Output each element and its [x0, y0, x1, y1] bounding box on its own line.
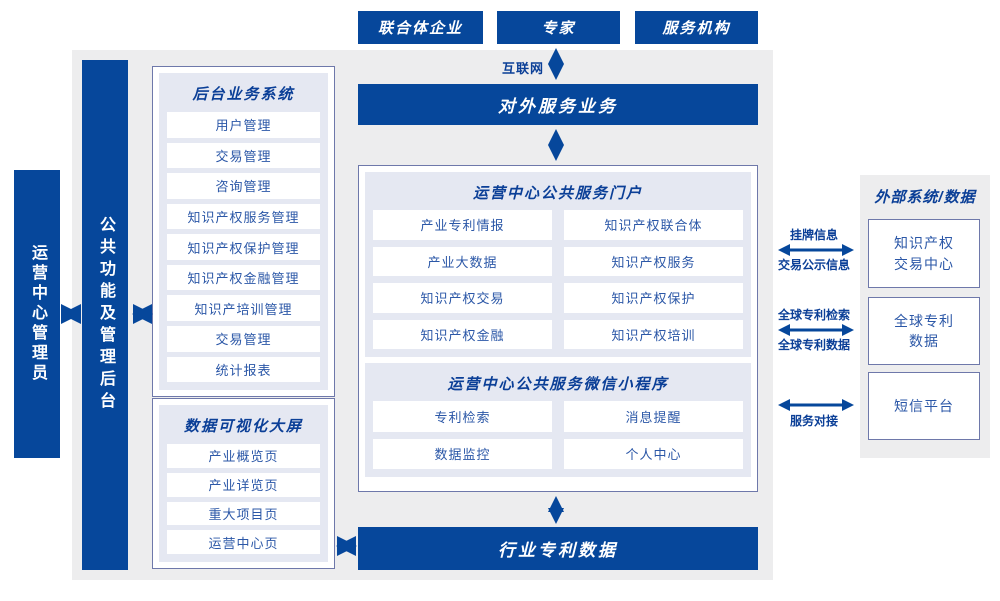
backend-item: 咨询管理: [167, 173, 320, 199]
miniprogram-item: 专利检索: [373, 401, 552, 432]
backend-item: 知识产权服务管理: [167, 203, 320, 230]
miniprogram-item: 消息提醒: [564, 401, 743, 432]
portal-item: 知识产权服务: [564, 246, 743, 276]
portal-item: 知识产权培训: [564, 319, 743, 349]
backend-item: 知识产培训管理: [167, 295, 320, 321]
portal-item: 知识产权交易: [373, 283, 552, 313]
portal-item: 知识产权联合体: [564, 210, 743, 240]
data-visualization-title: 数据可视化大屏: [183, 418, 303, 435]
external-system-global-patent-data: 全球专利 数据: [868, 297, 980, 365]
link-label-listing-info: 挂牌信息: [789, 228, 838, 242]
link-label-service-connection: 服务对接: [789, 414, 838, 428]
link-label-trade-public-info: 交易公示信息: [777, 258, 850, 272]
link-label-global-patent-data: 全球专利数据: [777, 338, 850, 352]
dashboard-item: 运营中心页: [167, 530, 320, 554]
public-service-box: 运营中心公共服务门户 产业专利情报 知识产权联合体 产业大数据 知识产权服务 知…: [358, 165, 758, 492]
portal-title: 运营中心公共服务门户: [472, 185, 643, 202]
backend-system-panel: 后台业务系统 用户管理 交易管理 咨询管理 知识产权服务管理 知识产权保护管理 …: [159, 73, 328, 390]
backend-system-box: 后台业务系统 用户管理 交易管理 咨询管理 知识产权服务管理 知识产权保护管理 …: [152, 66, 335, 397]
backend-item: 知识产权保护管理: [167, 234, 320, 260]
external-system-sms-platform: 短信平台: [868, 372, 980, 440]
dashboard-item: 重大项目页: [167, 501, 320, 526]
miniprogram-grid: 专利检索 消息提醒 数据监控 个人中心: [373, 401, 743, 469]
dashboard-item: 产业概览页: [167, 444, 320, 468]
external-system-ip-trading-center: 知识产权 交易中心: [868, 219, 980, 288]
backend-item: 统计报表: [167, 356, 320, 383]
portal-panel: 运营中心公共服务门户 产业专利情报 知识产权联合体 产业大数据 知识产权服务 知…: [365, 172, 751, 357]
miniprogram-panel: 运营中心公共服务微信小程序 专利检索 消息提醒 数据监控 个人中心: [365, 363, 751, 477]
internet-label: 互联网: [501, 61, 544, 76]
backend-item: 交易管理: [167, 142, 320, 169]
operation-center-admin-bar: 运营中心管理员: [14, 170, 60, 458]
external-systems-title: 外部系统/数据: [874, 189, 976, 206]
miniprogram-item: 数据监控: [373, 438, 552, 469]
actor-expert: 专家: [497, 11, 620, 44]
portal-item: 产业大数据: [373, 246, 552, 276]
link-label-global-patent-search: 全球专利检索: [777, 308, 850, 322]
external-service-bar: 对外服务业务: [358, 84, 758, 125]
backend-system-title: 后台业务系统: [192, 86, 295, 103]
data-visualization-panel: 数据可视化大屏 产业概览页 产业详览页 重大项目页 运营中心页: [159, 405, 328, 562]
public-functions-backend-bar: 公共功能及管理后台: [82, 60, 128, 570]
portal-grid: 产业专利情报 知识产权联合体 产业大数据 知识产权服务 知识产权交易 知识产权保…: [373, 210, 743, 349]
industry-patent-data-bar: 行业专利数据: [358, 527, 758, 570]
actor-service-agency: 服务机构: [635, 11, 758, 44]
portal-item: 产业专利情报: [373, 210, 552, 240]
portal-item: 知识产权保护: [564, 283, 743, 313]
actor-consortium-enterprise: 联合体企业: [358, 11, 483, 44]
portal-item: 知识产权金融: [373, 319, 552, 349]
miniprogram-item: 个人中心: [564, 438, 743, 469]
backend-item: 交易管理: [167, 325, 320, 352]
backend-item: 用户管理: [167, 112, 320, 138]
miniprogram-title: 运营中心公共服务微信小程序: [447, 376, 669, 393]
backend-item: 知识产权金融管理: [167, 264, 320, 291]
data-visualization-box: 数据可视化大屏 产业概览页 产业详览页 重大项目页 运营中心页: [152, 398, 335, 569]
dashboard-item: 产业详览页: [167, 472, 320, 497]
